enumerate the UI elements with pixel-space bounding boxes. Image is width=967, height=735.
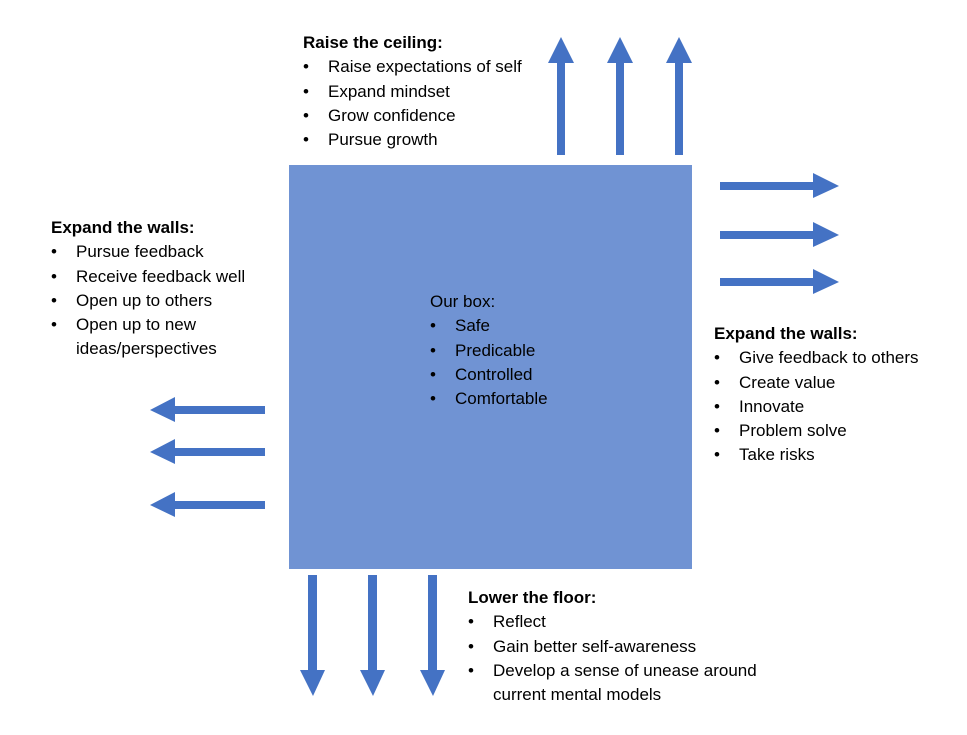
right-arrow-icon <box>720 269 839 294</box>
right-arrow-icon <box>720 173 839 198</box>
ceiling-title: Raise the ceiling: <box>303 33 443 52</box>
left-arrow-icon <box>150 439 265 464</box>
floor-item: Gain better self-awareness <box>468 635 798 660</box>
box-title: Our box: <box>430 292 496 311</box>
right-walls-item: Problem solve <box>714 419 919 444</box>
left-walls-item: Open up to new ideas/perspectives <box>51 313 226 362</box>
left-walls-item: Pursue feedback <box>51 240 281 265</box>
right-walls-item: Give feedback to others <box>714 346 919 371</box>
up-arrow-icon <box>548 37 574 155</box>
left-walls-text: Expand the walls: Pursue feedback Receiv… <box>51 216 281 362</box>
up-arrow-icon <box>666 37 692 155</box>
right-walls-item: Take risks <box>714 443 919 468</box>
down-arrow-icon <box>420 575 445 696</box>
right-arrow-icon <box>720 222 839 247</box>
left-arrow-icon <box>150 397 265 422</box>
ceiling-item: Expand mindset <box>303 80 522 105</box>
floor-item: Reflect <box>468 610 798 635</box>
left-walls-item: Receive feedback well <box>51 265 281 290</box>
down-arrow-icon <box>360 575 385 696</box>
box-item: Predicable <box>430 339 548 364</box>
right-walls-item: Create value <box>714 371 919 396</box>
left-walls-title: Expand the walls: <box>51 218 195 237</box>
box-text: Our box: Safe Predicable Controlled Comf… <box>430 290 548 412</box>
box-item: Controlled <box>430 363 548 388</box>
ceiling-item: Grow confidence <box>303 104 522 129</box>
up-arrow-icon <box>607 37 633 155</box>
left-arrow-icon <box>150 492 265 517</box>
floor-item: Develop a sense of unease around current… <box>468 659 783 708</box>
ceiling-item: Pursue growth <box>303 128 522 153</box>
box-item: Safe <box>430 314 548 339</box>
ceiling-item: Raise expectations of self <box>303 55 522 80</box>
floor-text: Lower the floor: Reflect Gain better sel… <box>468 586 798 707</box>
down-arrow-icon <box>300 575 325 696</box>
floor-title: Lower the floor: <box>468 588 597 607</box>
box-item: Comfortable <box>430 387 548 412</box>
right-walls-item: Innovate <box>714 395 919 420</box>
left-walls-item: Open up to others <box>51 289 281 314</box>
right-walls-text: Expand the walls: Give feedback to other… <box>714 322 919 468</box>
right-walls-title: Expand the walls: <box>714 324 858 343</box>
ceiling-text: Raise the ceiling: Raise expectations of… <box>303 31 522 153</box>
